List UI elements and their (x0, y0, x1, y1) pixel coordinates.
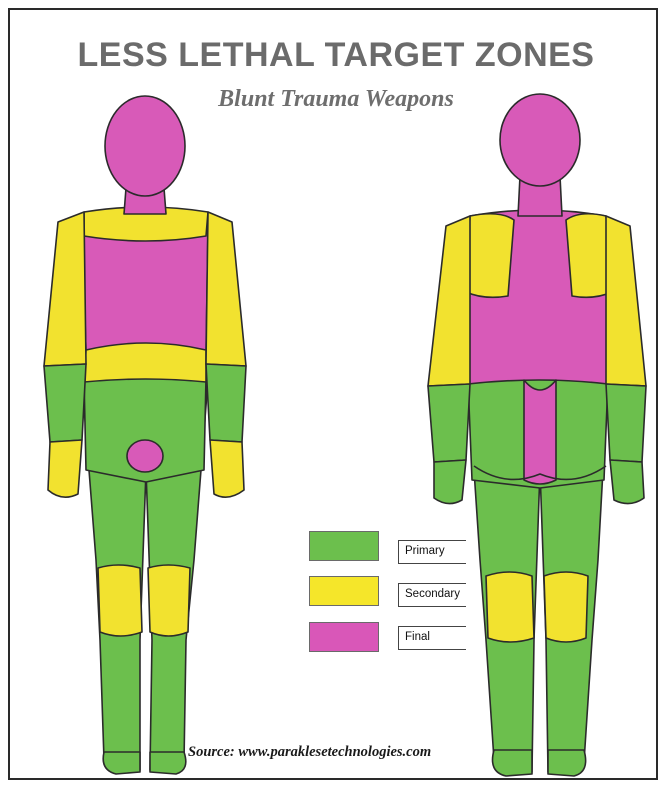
source-credit: Source: www.paraklesetechnologies.com (188, 744, 508, 761)
legend-swatch-final (309, 622, 379, 652)
back-right-shoulder (566, 214, 612, 298)
back-right-hand (610, 460, 644, 504)
back-right-foot (548, 750, 586, 776)
front-groin (127, 440, 163, 472)
back-right-forearm (606, 384, 646, 462)
front-abdomen (84, 343, 206, 382)
front-figure (44, 96, 246, 774)
back-head (500, 94, 580, 186)
back-figure (428, 94, 646, 776)
front-right-forearm (206, 364, 246, 442)
front-left-foot (103, 752, 140, 774)
front-head (105, 96, 185, 196)
front-left-knee (98, 565, 142, 636)
back-left-forearm (428, 384, 470, 462)
front-right-foot (150, 752, 186, 774)
front-right-hand (210, 440, 244, 497)
back-right-upper-arm (606, 216, 646, 386)
back-left-hand (434, 460, 466, 504)
legend-swatch-secondary (309, 576, 379, 606)
legend-label-secondary: Secondary (398, 583, 466, 607)
back-right-knee (544, 572, 588, 642)
legend-label-primary: Primary (398, 540, 466, 564)
legend-swatch-primary (309, 531, 379, 561)
front-right-upper-arm (206, 212, 246, 366)
front-right-knee (148, 565, 190, 636)
front-left-hand (48, 440, 82, 497)
back-tailbone (524, 380, 556, 484)
back-left-knee (486, 572, 534, 642)
front-left-upper-arm (44, 212, 86, 366)
legend-label-final: Final (398, 626, 466, 650)
back-left-upper-arm (428, 216, 470, 386)
back-left-shoulder (466, 214, 514, 298)
front-left-forearm (44, 364, 86, 442)
